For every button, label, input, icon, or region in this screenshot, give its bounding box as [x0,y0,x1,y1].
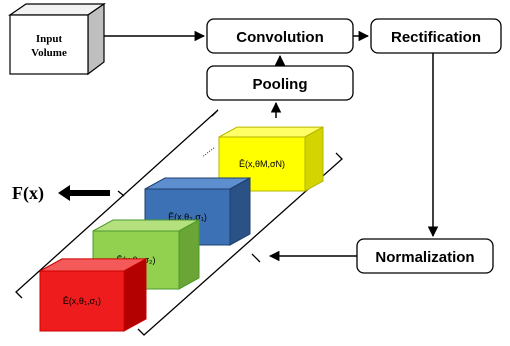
feature-cube-side-face [304,126,324,192]
input-volume-label-line2: Volume [31,47,67,59]
convolution-node: Convolution [206,18,354,54]
feature-cube-label: Ê(x,θM,σN) [239,159,285,169]
feature-cube-side-face [178,219,200,290]
input-volume-cube: Input Volume [8,2,106,76]
feature-stack-bracket [15,109,343,336]
feature-cube-stack: Ê(x,θM,σN)Ê(x,θ₃,σ₁)Ê(x,θ₂,σ₂)Ê(x,θ₁,σ₁) [39,126,324,332]
feature-cube-label: Ê(x,θ₃,σ₁) [168,212,207,222]
output-fx-label: F(x) [12,183,44,204]
feature-cube-1: Ê(x,θ₁,σ₁) [39,258,147,332]
pooling-node: Pooling [206,65,354,101]
output-feature: F(x) [12,183,110,204]
feature-cube-front-face [218,136,306,192]
feature-cube-side-face [123,258,147,332]
normalization-node: Normalization [356,238,494,274]
pooling-label: Pooling [253,76,308,93]
normalization-label: Normalization [375,249,474,266]
feature-cube-label: Ê(x,θ₁,σ₁) [63,296,101,306]
output-arrow [58,185,110,201]
feature-cube-front-face [39,270,125,332]
rectification-node: Rectification [370,18,502,54]
cube-ellipsis: ...... [198,141,216,158]
input-volume-label-line1: Input [36,33,63,45]
feature-cube-side-face [229,177,251,246]
rectification-label: Rectification [391,29,481,46]
convolution-label: Convolution [236,29,323,46]
feature-cube-4: Ê(x,θM,σN) [218,126,324,192]
